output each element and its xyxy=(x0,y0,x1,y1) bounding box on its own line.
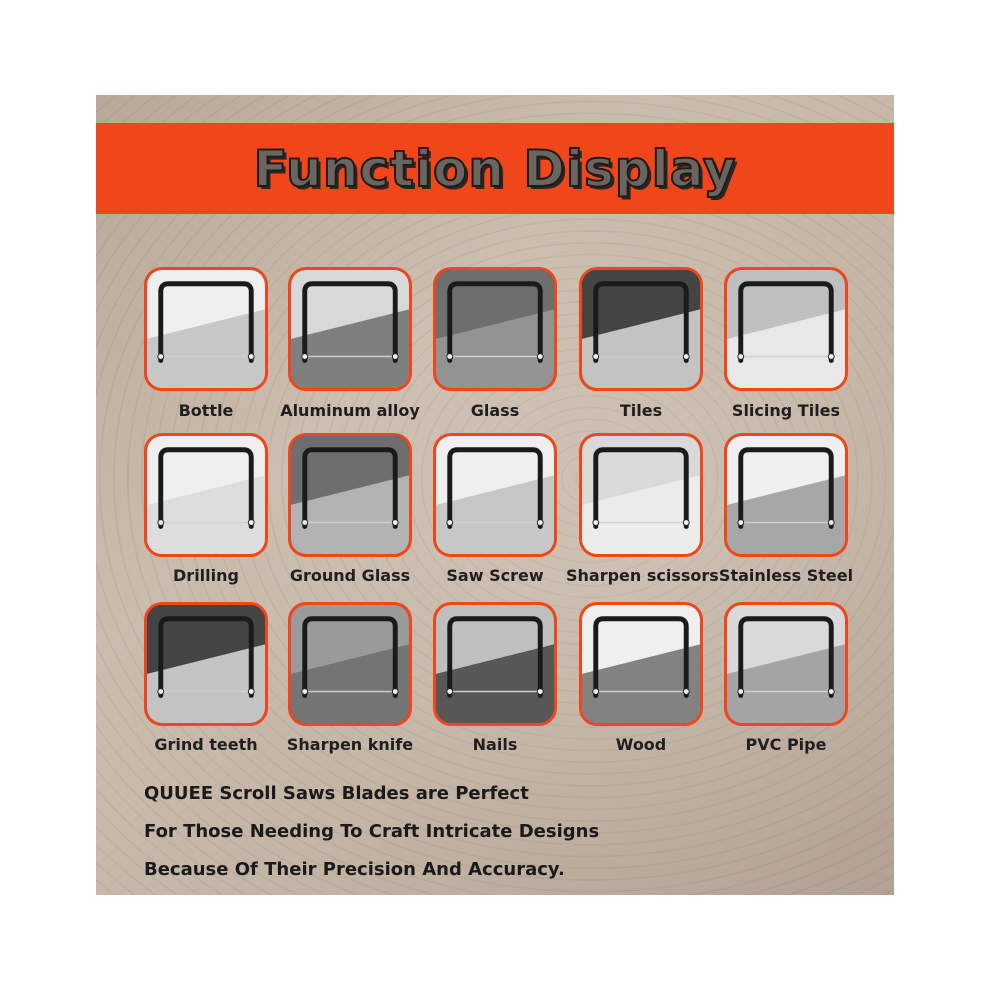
function-label: Bottle xyxy=(178,401,234,420)
page-title: Function Display xyxy=(252,139,737,199)
slicing-tiles-icon xyxy=(724,267,848,391)
function-label: Slicing Tiles xyxy=(731,401,841,420)
wood-icon xyxy=(579,602,703,726)
tiles-cutting-icon xyxy=(579,267,703,391)
function-label: Wood xyxy=(615,735,667,754)
function-label: Sharpen scissors xyxy=(566,566,719,585)
nails-icon xyxy=(433,602,557,726)
tagline-line-2: For Those Needing To Craft Intricate Des… xyxy=(144,821,600,842)
sharpen-scissors-icon xyxy=(579,433,703,557)
function-label: Stainless Steel xyxy=(718,566,854,585)
title-banner: Function Display xyxy=(96,123,894,214)
ground-glass-icon xyxy=(288,433,412,557)
saw-screw-icon xyxy=(433,433,557,557)
function-label: Sharpen knife xyxy=(286,735,414,754)
function-label: Drilling xyxy=(173,566,239,585)
function-label: Grind teeth xyxy=(154,735,258,754)
pvc-pipe-icon xyxy=(724,602,848,726)
grind-teeth-icon xyxy=(144,602,268,726)
function-label: Ground Glass xyxy=(289,566,411,585)
function-label: Aluminum alloy xyxy=(280,401,420,420)
bottle-cutting-icon xyxy=(144,267,268,391)
tagline-line-1: QUUEE Scroll Saws Blades are Perfect xyxy=(144,783,529,804)
function-label: PVC Pipe xyxy=(745,735,827,754)
tagline-line-3: Because Of Their Precision And Accuracy. xyxy=(144,859,565,880)
function-label: Glass xyxy=(470,401,520,420)
aluminum-cutting-icon xyxy=(288,267,412,391)
function-label: Nails xyxy=(472,735,518,754)
function-label: Saw Screw xyxy=(446,566,544,585)
product-poster: Function Display Bottle Aluminum alloy Gla… xyxy=(96,95,894,895)
glass-cutting-icon xyxy=(433,267,557,391)
drilling-icon xyxy=(144,433,268,557)
sharpen-knife-icon xyxy=(288,602,412,726)
stainless-steel-icon xyxy=(724,433,848,557)
function-label: Tiles xyxy=(619,401,663,420)
